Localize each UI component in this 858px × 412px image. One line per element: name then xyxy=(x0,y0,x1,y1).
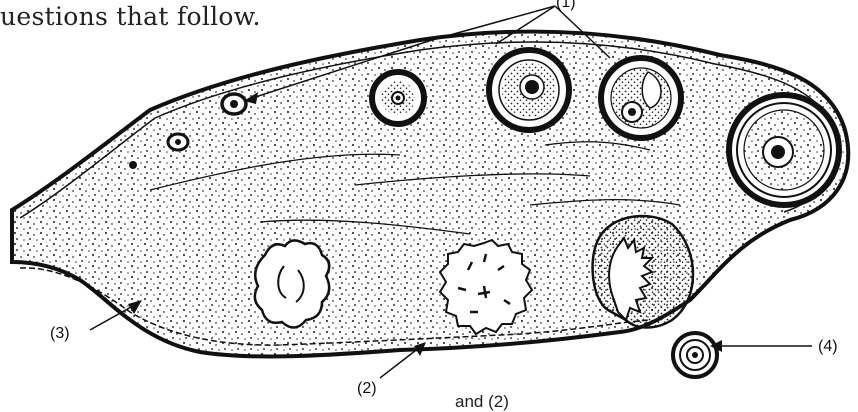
secondary-follicle xyxy=(372,72,424,124)
tertiary-follicle xyxy=(489,50,569,130)
label-2: (2) xyxy=(357,380,377,397)
label-1: (1) xyxy=(556,0,576,11)
primordial-follicle xyxy=(129,161,137,169)
bottom-text-fragment: and (2) xyxy=(455,392,509,412)
vesicular-follicle xyxy=(601,58,681,138)
graafian-follicle xyxy=(729,95,839,205)
primary-follicle xyxy=(222,94,246,114)
label-3: (3) xyxy=(50,325,70,342)
corpus-albicans xyxy=(255,240,329,327)
primary-follicle xyxy=(168,134,188,150)
ruptured-follicle xyxy=(593,216,693,327)
released-ovum xyxy=(673,333,717,377)
label-4: (4) xyxy=(818,338,838,355)
